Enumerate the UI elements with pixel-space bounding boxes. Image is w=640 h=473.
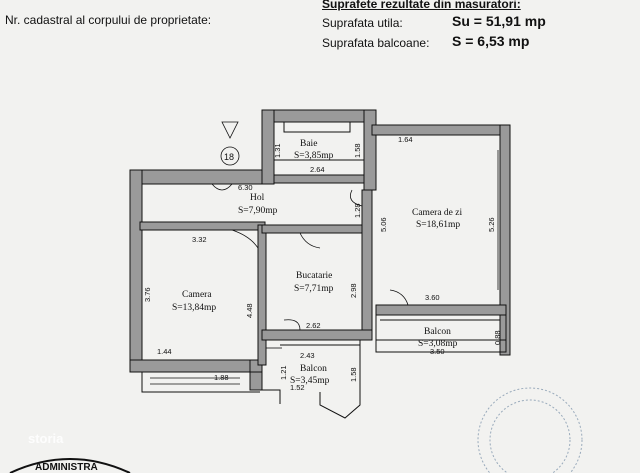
room-area-bucatarie: S=7,71mp <box>294 284 334 294</box>
room-name-balcon-mic: Balcon <box>300 364 327 374</box>
dim-label: 1.21 <box>279 365 288 380</box>
room-area-baie: S=3,85mp <box>294 151 334 161</box>
room-area-camera-zi: S=18,61mp <box>416 220 460 230</box>
north-marker-icon <box>221 121 239 139</box>
room-name-camera-zi: Camera de zi <box>412 208 462 218</box>
room-name-bucatarie: Bucatarie <box>296 271 332 281</box>
useful-area-label: Suprafata utila: <box>322 16 403 30</box>
dim-label: 5.26 <box>487 217 496 232</box>
dim-label: 6.30 <box>238 183 253 192</box>
cadastral-label: Nr. cadastral al corpului de proprietate… <box>5 13 212 27</box>
room-labels: Baie S=3,85mp Hol S=7,90mp Camera de zi … <box>172 139 462 386</box>
room-area-balcon-mic: S=3,45mp <box>290 376 330 386</box>
admin-stamp-text: ADMINISTRA <box>35 462 98 473</box>
dim-label: 0.88 <box>493 330 502 345</box>
dim-label: 3.76 <box>143 287 152 302</box>
admin-stamp-arc <box>9 458 131 473</box>
balcony-area-label: Suprafata balcoane: <box>322 36 430 50</box>
dim-label: 1.31 <box>273 143 282 158</box>
marker-number: 18 <box>224 152 234 162</box>
room-name-camera: Camera <box>182 290 212 300</box>
balcony-area-value: S = 6,53 mp <box>452 33 530 49</box>
official-stamp-inner <box>489 399 571 473</box>
room-name-balcon-mare: Balcon <box>424 327 451 337</box>
dim-label: 1.88 <box>214 373 229 382</box>
dim-label: 4.48 <box>245 303 254 318</box>
walls <box>129 109 511 391</box>
dim-label: 1.52 <box>290 383 305 392</box>
dim-label: 3.32 <box>192 235 207 244</box>
dim-label: 3.60 <box>425 293 440 302</box>
dim-label: 1.58 <box>353 143 362 158</box>
dim-label: 2.62 <box>306 321 321 330</box>
useful-area-value: Su = 51,91 mp <box>452 13 546 29</box>
dim-label: 2.98 <box>349 283 358 298</box>
storia-watermark: storia <box>28 431 64 446</box>
dim-label: 1.64 <box>398 135 413 144</box>
marker-circle <box>220 146 240 166</box>
room-area-balcon-mare: S=3,08mp <box>418 339 458 349</box>
dim-label: 5.06 <box>379 217 388 232</box>
room-name-hol: Hol <box>250 193 265 203</box>
plan-outline <box>129 122 507 419</box>
dim-label: 3.50 <box>430 347 445 356</box>
dim-label: 1.44 <box>157 347 172 356</box>
results-title: Suprafete rezultate din masuratori: <box>322 0 521 11</box>
dim-label: 1.28 <box>353 203 362 218</box>
room-area-camera: S=13,84mp <box>172 303 216 313</box>
dim-label: 2.64 <box>310 165 325 174</box>
dim-label: 2.43 <box>300 351 315 360</box>
official-stamp <box>477 387 583 473</box>
room-name-baie: Baie <box>300 139 317 149</box>
dim-label: 1.58 <box>349 367 358 382</box>
dimension-labels: 1.64 1.31 1.58 2.64 6.30 1.28 5.06 5.26 … <box>143 135 502 392</box>
room-area-hol: S=7,90mp <box>238 206 278 216</box>
